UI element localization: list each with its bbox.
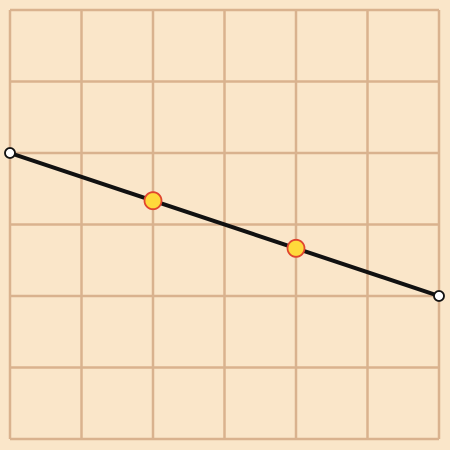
line-segment	[8, 151, 441, 298]
points-on-segment	[143, 191, 306, 258]
segment-start-endpoint[interactable]	[4, 147, 16, 159]
point-2[interactable]	[286, 238, 306, 258]
segment-end-endpoint[interactable]	[433, 290, 445, 302]
point-1[interactable]	[143, 191, 163, 211]
